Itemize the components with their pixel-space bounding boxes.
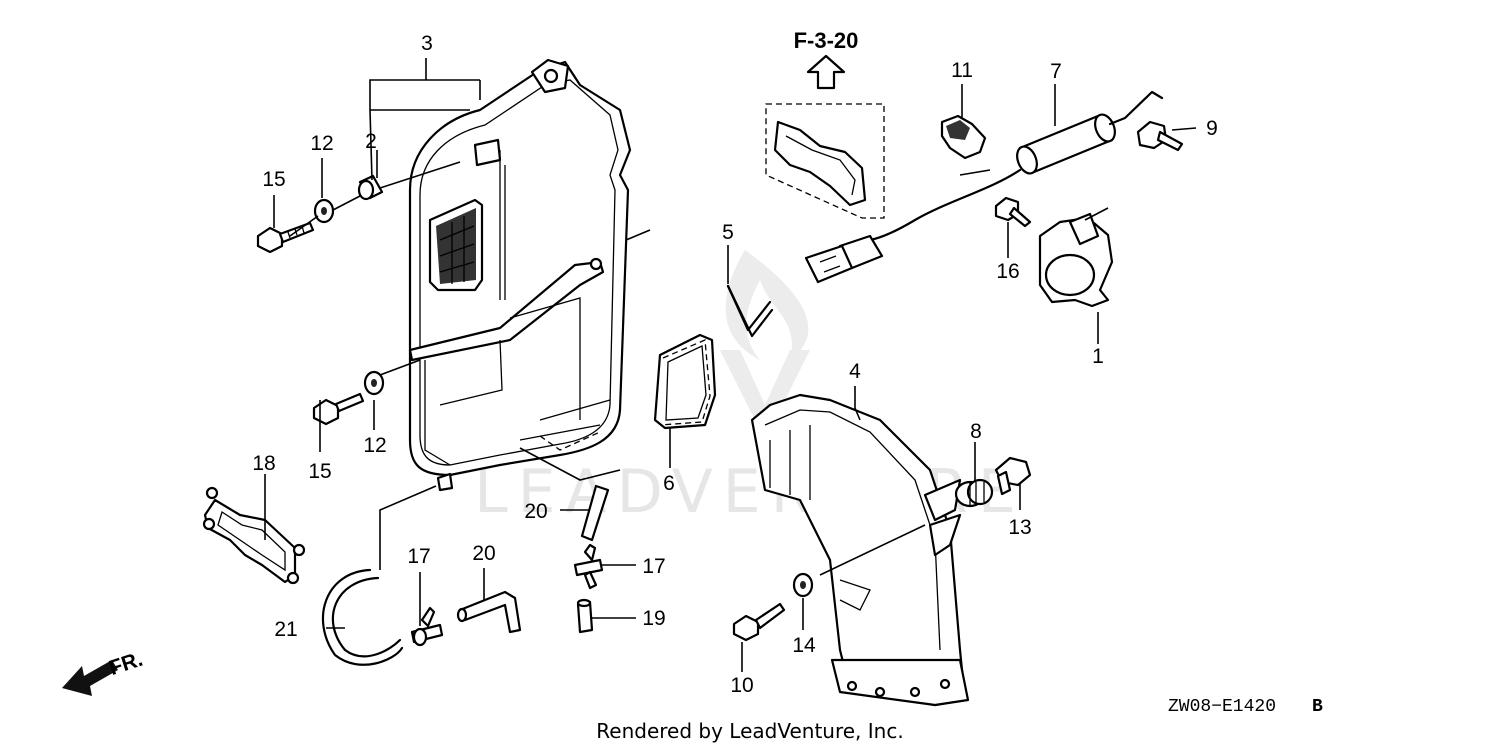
part-5-clip[interactable] xyxy=(726,284,774,338)
callout-17-right[interactable]: 17 xyxy=(642,555,665,578)
diagram-code-text: ZW08−E1420 xyxy=(1168,697,1276,717)
part-1-bracket[interactable] xyxy=(1038,212,1114,308)
callout-5[interactable]: 5 xyxy=(722,221,734,244)
part-14-washer[interactable] xyxy=(792,572,814,598)
reference-label[interactable]: F-3-20 xyxy=(794,28,859,53)
part-20-hose-left[interactable] xyxy=(456,590,522,634)
part-12-washer-lower[interactable] xyxy=(363,370,385,396)
callout-20-right[interactable]: 20 xyxy=(524,500,547,523)
part-9-bolt[interactable] xyxy=(1136,120,1184,152)
part-20-hose-right[interactable] xyxy=(580,484,610,542)
callout-4[interactable]: 4 xyxy=(849,360,861,383)
callout-7[interactable]: 7 xyxy=(1050,60,1062,83)
callout-17-left[interactable]: 17 xyxy=(407,545,430,568)
callout-16[interactable]: 16 xyxy=(996,260,1019,283)
front-label: FR. xyxy=(106,648,145,680)
part-7-canister[interactable] xyxy=(804,90,1164,284)
part-2-collar[interactable] xyxy=(357,174,384,201)
callout-12-upper[interactable]: 12 xyxy=(310,132,333,155)
front-direction-indicator: FR. xyxy=(62,648,146,696)
leader-lines xyxy=(264,58,1197,672)
callout-8[interactable]: 8 xyxy=(970,420,982,443)
callout-10[interactable]: 10 xyxy=(730,674,753,697)
render-credit: Rendered by LeadVenture, Inc. xyxy=(596,719,903,743)
part-13-bolt[interactable] xyxy=(994,456,1032,496)
callout-21[interactable]: 21 xyxy=(274,618,297,641)
callout-19[interactable]: 19 xyxy=(642,607,665,630)
callout-14[interactable]: 14 xyxy=(792,634,816,657)
callout-15-lower[interactable]: 15 xyxy=(308,460,331,483)
part-17-joint-right[interactable] xyxy=(573,543,604,590)
callout-2[interactable]: 2 xyxy=(365,130,377,153)
callout-11[interactable]: 11 xyxy=(951,59,973,82)
diagram-code: ZW08−E1420 B xyxy=(1168,697,1323,717)
callout-13[interactable]: 13 xyxy=(1008,516,1031,539)
part-11-clip[interactable] xyxy=(940,114,987,160)
part-8-grommet[interactable] xyxy=(954,478,994,508)
part-3-cover[interactable] xyxy=(408,58,632,492)
part-15-bolt-upper[interactable] xyxy=(256,221,315,254)
part-18-gasket[interactable] xyxy=(202,486,306,585)
callout-20-left[interactable]: 20 xyxy=(472,542,495,565)
callout-labels: 3 2 12 15 12 15 18 20 17 19 17 20 21 5 6… xyxy=(252,28,1218,697)
callout-1[interactable]: 1 xyxy=(1092,345,1104,368)
callout-15-upper[interactable]: 15 xyxy=(262,168,285,191)
part-21-hose[interactable] xyxy=(321,568,404,666)
diagram-code-suffix: B xyxy=(1312,697,1323,717)
part-4-duct[interactable] xyxy=(750,393,970,707)
part-19-tube[interactable] xyxy=(576,598,594,634)
part-12-washer-upper[interactable] xyxy=(313,198,335,224)
part-17-joint-left[interactable] xyxy=(410,606,444,647)
callout-9[interactable]: 9 xyxy=(1206,117,1218,140)
callout-6[interactable]: 6 xyxy=(663,472,675,495)
reference-inset[interactable] xyxy=(765,54,885,219)
part-15-bolt-lower[interactable] xyxy=(312,392,365,426)
part-6-seal[interactable] xyxy=(653,333,717,430)
callout-18[interactable]: 18 xyxy=(252,452,275,475)
part-16-bolt[interactable] xyxy=(994,196,1032,228)
callout-3[interactable]: 3 xyxy=(421,32,433,55)
part-10-bolt[interactable] xyxy=(732,602,786,642)
callout-12-lower[interactable]: 12 xyxy=(363,434,386,457)
